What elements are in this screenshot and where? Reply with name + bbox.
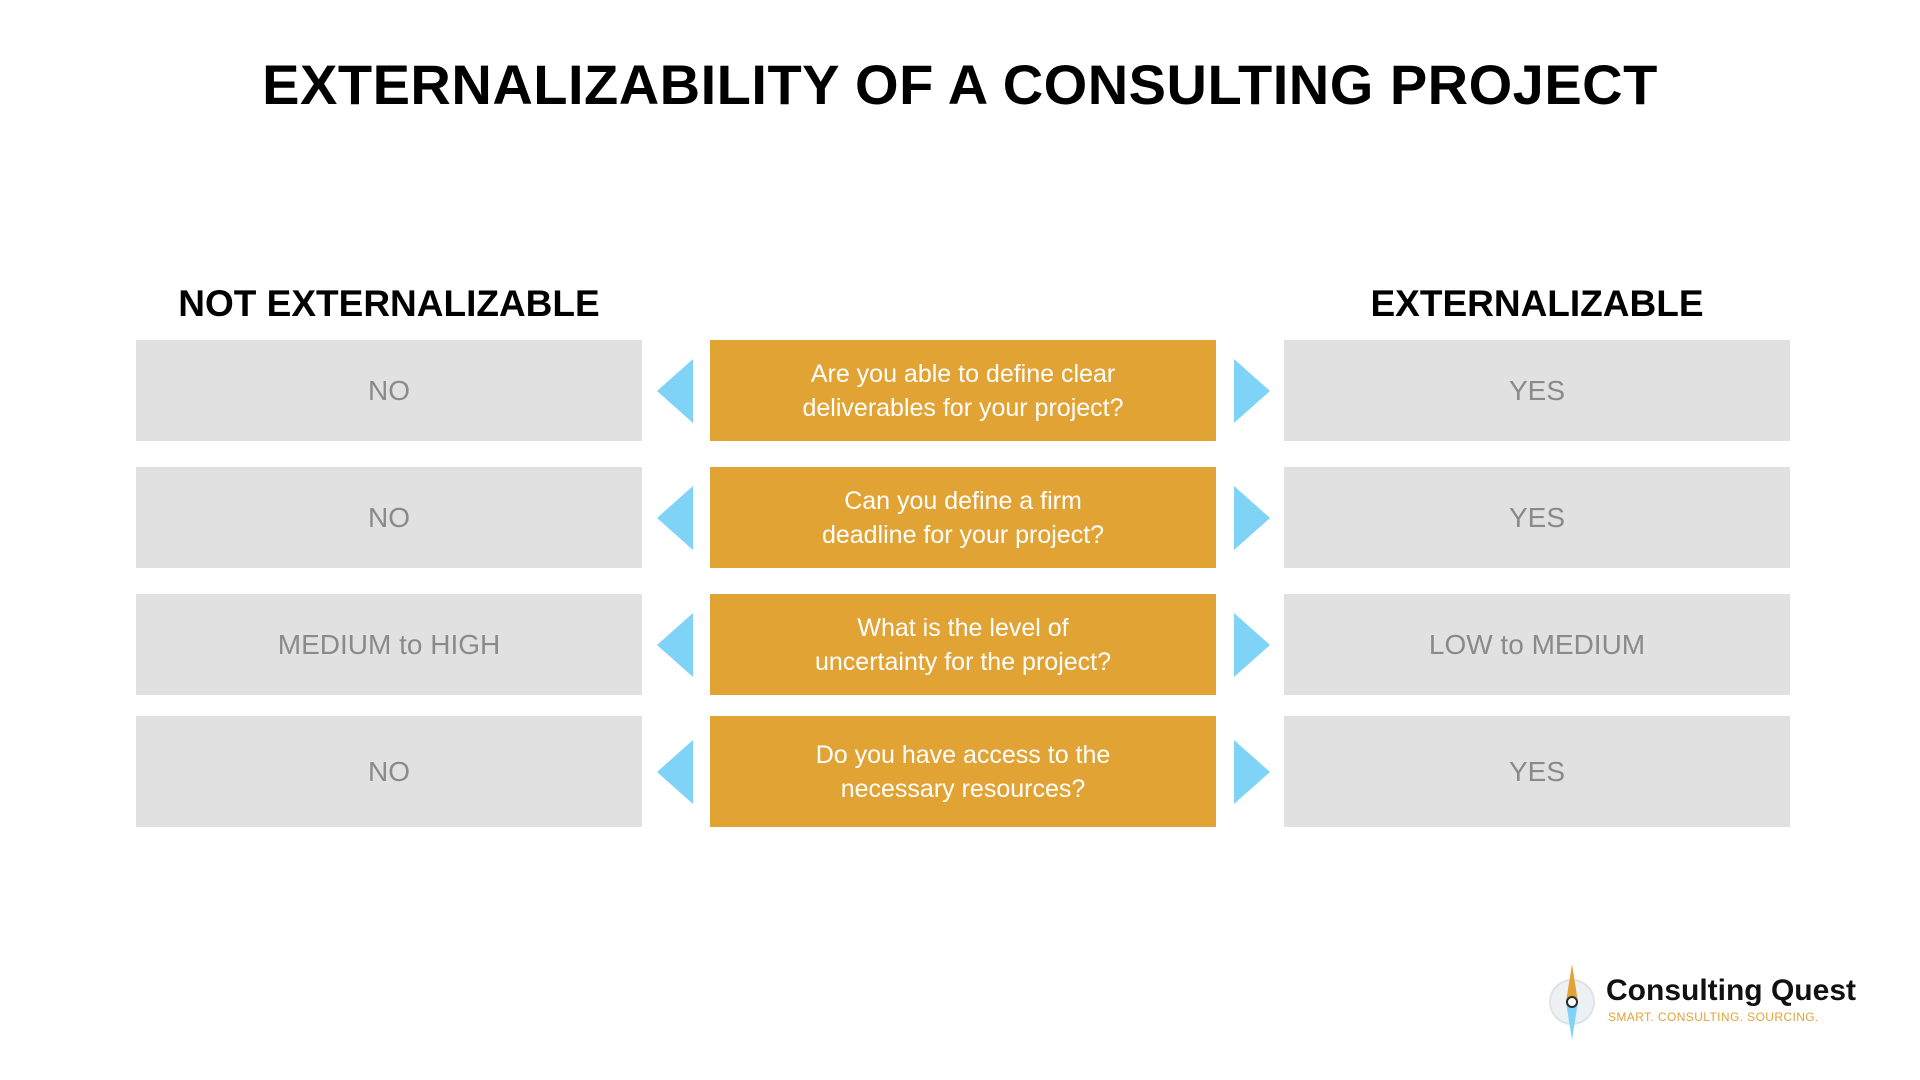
triangle-right-icon (1234, 739, 1270, 804)
externalizable-answer: YES (1284, 467, 1790, 568)
triangle-left-icon (657, 612, 693, 677)
criteria-row-uncertainty: MEDIUM to HIGH What is the level of unce… (0, 594, 1920, 695)
externalizable-answer: LOW to MEDIUM (1284, 594, 1790, 695)
logo-tagline: SMART. CONSULTING. SOURCING. (1608, 1010, 1819, 1024)
triangle-left-icon (657, 739, 693, 804)
triangle-left-icon (657, 358, 693, 423)
not-externalizable-answer: NO (136, 716, 642, 827)
triangle-right-icon (1234, 485, 1270, 550)
not-externalizable-answer: NO (136, 467, 642, 568)
question-box: What is the level of uncertainty for the… (710, 594, 1216, 695)
criteria-row-deliverables: NO Are you able to define clear delivera… (0, 340, 1920, 441)
criteria-row-deadline: NO Can you define a firm deadline for yo… (0, 467, 1920, 568)
externalizable-answer: YES (1284, 716, 1790, 827)
question-box: Can you define a firm deadline for your … (710, 467, 1216, 568)
triangle-right-icon (1234, 358, 1270, 423)
compass-needle-icon (1549, 964, 1595, 1040)
consulting-quest-logo: Consulting Quest SMART. CONSULTING. SOUR… (1540, 960, 1880, 1040)
not-externalizable-answer: NO (136, 340, 642, 441)
not-externalizable-header: NOT EXTERNALIZABLE (178, 283, 600, 324)
criteria-row-resources: NO Do you have access to the necessary r… (0, 716, 1920, 827)
externalizable-header: EXTERNALIZABLE (1370, 283, 1704, 324)
question-box: Do you have access to the necessary reso… (710, 716, 1216, 827)
triangle-right-icon (1234, 612, 1270, 677)
not-externalizable-answer: MEDIUM to HIGH (136, 594, 642, 695)
externalizable-answer: YES (1284, 340, 1790, 441)
triangle-left-icon (657, 485, 693, 550)
page-title: EXTERNALIZABILITY OF A CONSULTING PROJEC… (262, 53, 1658, 116)
logo-name: Consulting Quest (1606, 974, 1856, 1007)
question-box: Are you able to define clear deliverable… (710, 340, 1216, 441)
